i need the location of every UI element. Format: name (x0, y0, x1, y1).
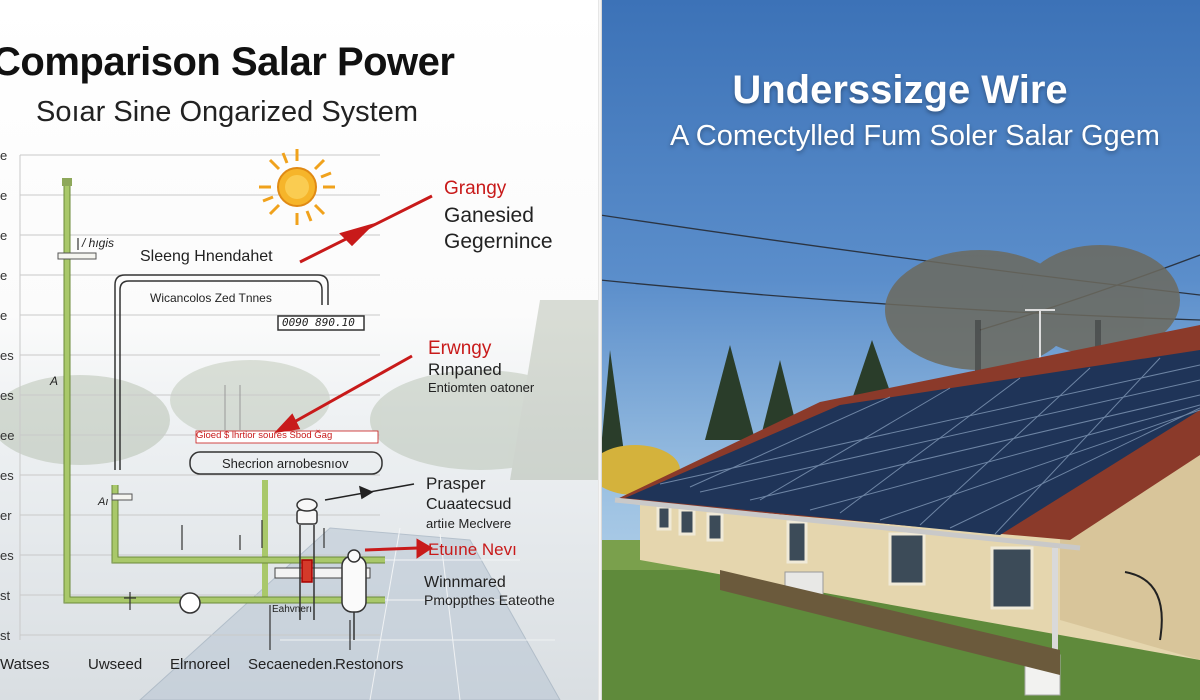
arrow-icon (273, 354, 413, 434)
y-tick-label: es (0, 388, 14, 403)
left-panel-diagram: Comparison Salar Power Soıar Sine Ongari… (0, 0, 600, 700)
y-tick-label: ee (0, 428, 15, 443)
house-wall-side (1060, 455, 1200, 660)
x-label: Watses (0, 656, 50, 673)
annotation-line: artiıe Meclvere (426, 516, 512, 531)
diagram-label: Wicancolos Zed Tnnes (150, 291, 272, 305)
diagram-label: Sleeng Hnendahet (140, 248, 273, 265)
diagram-label: A (50, 374, 59, 388)
annotation-line: Pmoppthes Eateothe (424, 592, 555, 608)
x-label: Uwseed (88, 656, 143, 673)
diagram-label: Eahvnerı (272, 604, 313, 615)
gutter (614, 497, 1081, 551)
antenna (1025, 309, 1055, 360)
house-windows (656, 505, 1034, 610)
diagram-code-label: 0090 890.10 (282, 316, 355, 329)
right-panel-photo: Underssizge Wire (600, 0, 1200, 700)
fuse-component (341, 549, 367, 640)
arrow-icon (299, 194, 433, 264)
y-tick-label: st (0, 588, 11, 603)
sun-icon (259, 149, 335, 225)
y-tick-label: es (0, 348, 14, 363)
pipe-bracket (57, 252, 97, 260)
cable (1124, 571, 1163, 641)
annotation-line: Cuaatecsud (426, 496, 512, 513)
x-label: Restonors (335, 656, 404, 673)
annotation-line: Rınpaned (428, 360, 502, 379)
left-title: Comparison Salar Power (0, 40, 455, 84)
diagram-label: Shecrion arnobesnıov (222, 456, 349, 471)
right-title: Underssizge Wire (732, 68, 1068, 112)
garden-bed (720, 570, 1060, 675)
annotation-heading: Erwngy (428, 338, 492, 359)
wiring-diagram-svg (0, 149, 600, 700)
y-tick-label: st (0, 628, 11, 643)
y-tick-label: e (0, 228, 8, 243)
y-tick-label: e (0, 308, 8, 323)
bare-trees (885, 245, 1180, 380)
solar-panel-background (139, 527, 561, 700)
annotation-heading: Prasper (426, 474, 486, 493)
panel-divider (598, 0, 602, 700)
diagram-label: Aı (98, 496, 109, 508)
annotation-line: Gegernince (444, 230, 553, 253)
breaker-component (296, 498, 318, 620)
arrow-icon (364, 538, 433, 559)
meter-symbol (179, 592, 201, 614)
y-tick-label: es (0, 468, 14, 483)
house-photo-svg (600, 214, 1200, 700)
pipe-bracket (111, 493, 133, 501)
pipe-system (64, 180, 385, 603)
left-subtitle: Soıar Sine Ongarized System (36, 96, 419, 128)
arrow-icon (324, 483, 415, 501)
annotation-line: Entiomten oatoner (428, 380, 535, 395)
annotation-heading: Grangy (444, 178, 507, 199)
annotation-line: Ganesied (444, 204, 534, 227)
right-subtitle: A Comectylled Fum Soler Salar Ggem (670, 120, 1160, 152)
pipe-outline (63, 180, 385, 604)
y-tick-label: e (0, 188, 8, 203)
annotation-line: Winnmared (424, 574, 506, 591)
y-tick-label: er (0, 508, 12, 523)
y-tick-label: es (0, 548, 14, 563)
solar-array (625, 350, 1200, 535)
annotation-heading: Etuıne Nevı (428, 540, 517, 559)
wire-frames (114, 274, 383, 475)
ground-symbols (77, 238, 351, 650)
y-tick-label: e (0, 148, 8, 163)
diagram-red-label: Gioed $ lhrtior soures Sbod Ğag (196, 430, 333, 441)
y-tick-label: e (0, 268, 8, 283)
diagram-label: / hıgis (82, 236, 115, 250)
pipe-cap (62, 178, 72, 186)
x-label: Secaeneden. (248, 656, 337, 673)
junction-bar (274, 567, 371, 579)
x-label: Elrnoreel (170, 656, 231, 673)
